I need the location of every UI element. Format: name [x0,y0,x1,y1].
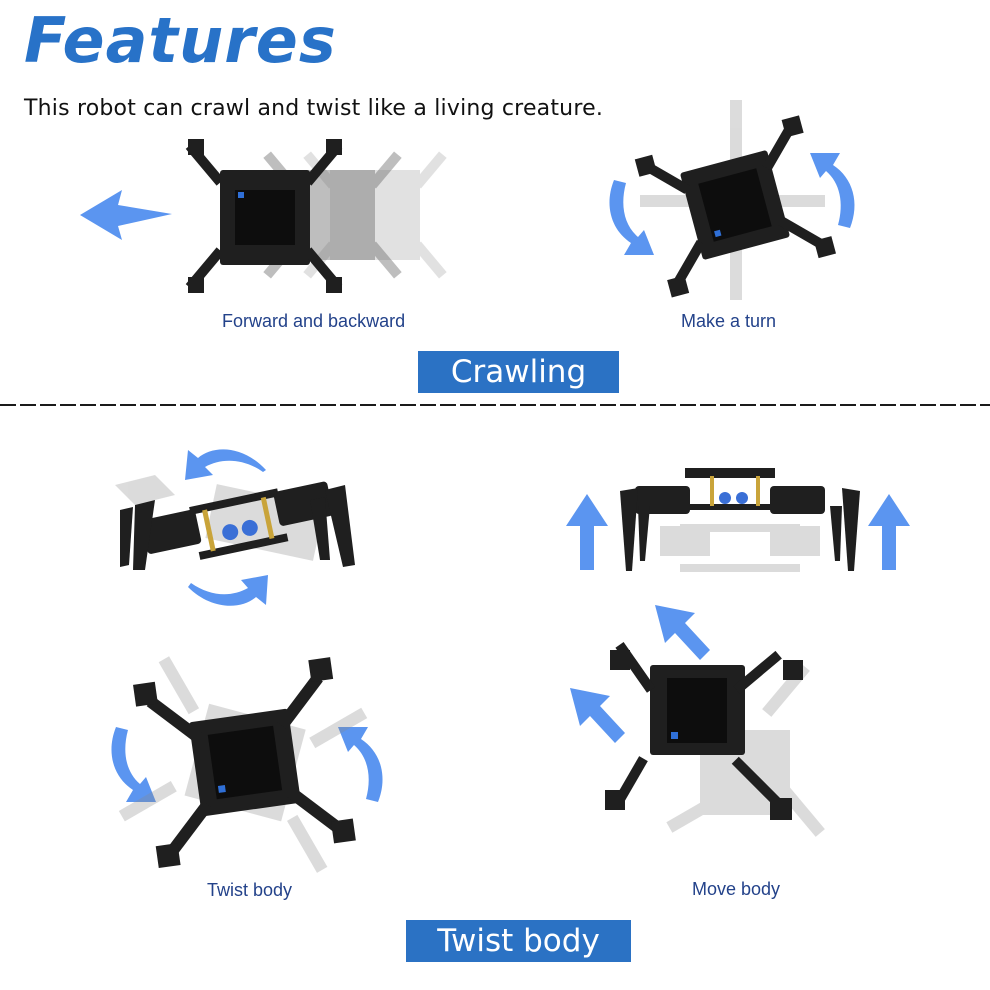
rotate-up-arrow-icon-2 [336,722,386,807]
rotate-down-arrow-icon-2 [108,722,158,807]
robot-crawl-forward-figure [180,135,450,300]
arrow-left-icon [80,190,175,240]
robot-twist-top-figure [118,655,368,873]
arrow-up-left-icon [566,494,608,570]
rotate-up-arrow-icon [808,148,858,233]
caption-move-body: Move body [692,879,781,899]
arrow-up-right-icon [868,494,910,570]
robot-move-body-figure [605,640,830,840]
arrow-diagonal-upper-icon [655,605,710,660]
rotate-down-arrow-icon [606,175,656,260]
robot-turn-figure [630,100,836,305]
robot-raise-body-figure [620,466,860,576]
section-divider [0,404,990,406]
caption-forward-backward: Forward and backward [222,311,406,331]
caption-twist-body: Twist body [207,880,293,900]
rotate-top-arrow-icon [183,440,268,485]
section-badge-crawling: Crawling [418,351,619,393]
page-title: Features [24,4,337,77]
page-subtitle: This robot can crawl and twist like a li… [24,96,604,121]
robot-twist-side-figure [115,475,365,575]
rotate-bottom-arrow-icon [186,575,271,615]
section-badge-twist-body: Twist body [406,920,631,962]
arrow-diagonal-lower-icon [570,688,625,743]
caption-make-a-turn: Make a turn [681,311,777,331]
